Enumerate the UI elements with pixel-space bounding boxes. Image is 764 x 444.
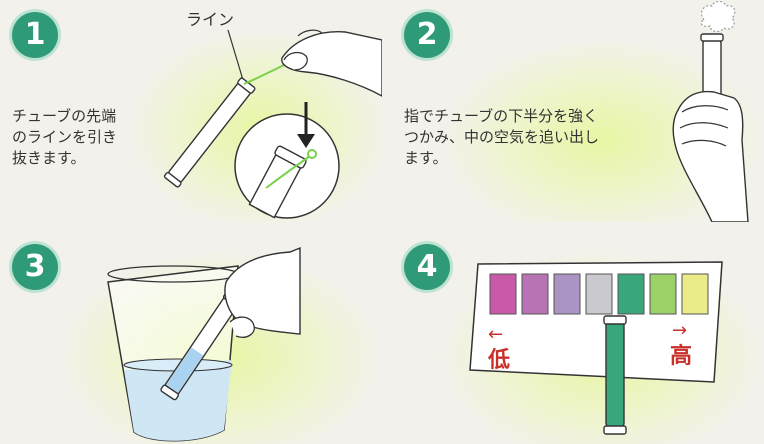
step-1-caption: チューブの先端 のラインを引き 抜きます。 [12,107,118,167]
line-label: ライン [186,10,235,29]
low-arrow: ← [488,324,504,345]
color-swatch-4 [585,273,613,315]
color-swatch-3 [553,273,581,315]
color-swatch-5 [617,273,645,315]
step-4-number-badge: 4 [404,244,450,290]
color-swatch-6 [649,273,677,315]
color-swatch-1 [489,273,517,315]
step-1-panel: 1 ライン チューブの先端 のラインを引き 抜きます。 [0,0,382,222]
step-4-panel: 4 ← 低 → 高 [382,222,764,444]
step-2-illustration [672,0,749,222]
color-swatch-2 [521,273,549,315]
color-swatch-7 [681,273,709,315]
step-2-caption: 指でチューブの下半分を強く つかみ、中の空気を追い出し ます。 [404,107,600,167]
step-3-number-badge: 3 [12,244,58,290]
step-1-illustration [163,29,382,219]
step-3-illustration [107,246,301,442]
step-2-panel: 2 指でチューブの下半分を強く つかみ、中の空気を追い出し ます。 [382,0,764,222]
low-label: 低 [488,348,511,373]
color-chart-card [469,261,723,435]
high-arrow: → [672,320,688,341]
step-1-number-badge: 1 [12,12,58,58]
step-3-panel: 3 [0,222,382,444]
step-2-number-badge: 2 [404,12,450,58]
high-label: 高 [670,344,693,369]
